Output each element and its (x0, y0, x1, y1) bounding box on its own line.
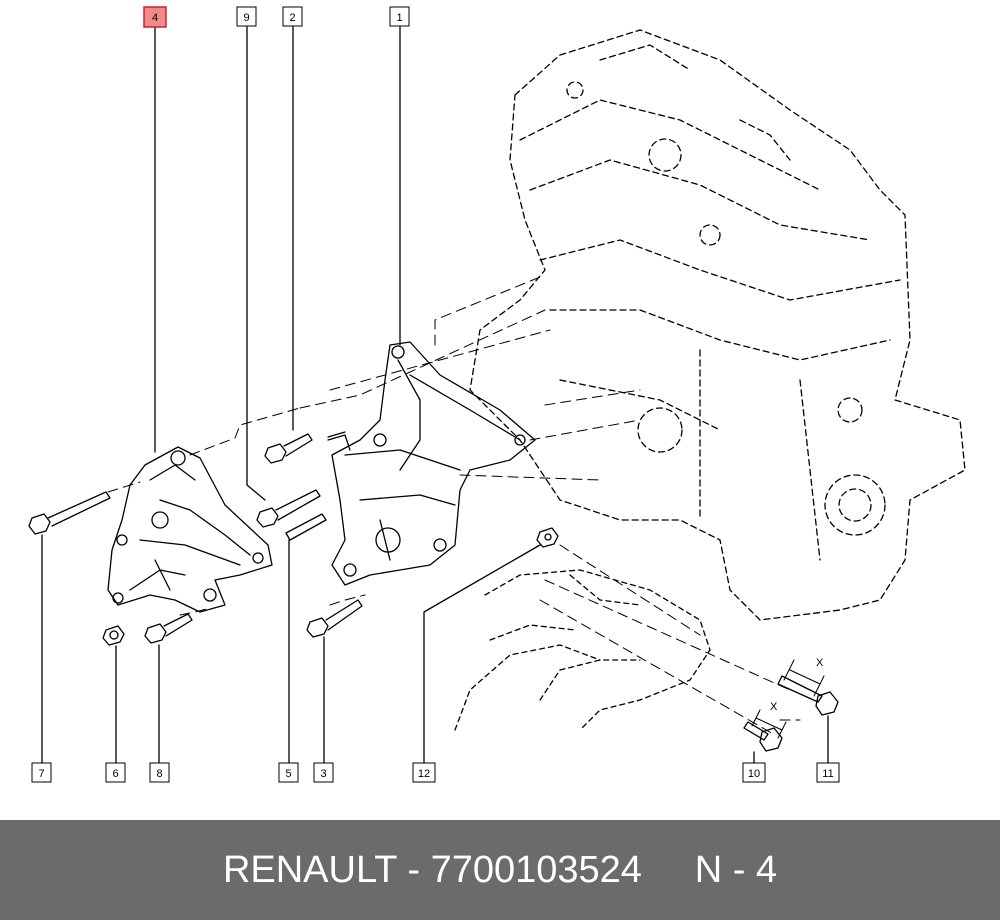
callout-3[interactable]: 3 (313, 762, 334, 783)
bolts-and-nuts (28, 431, 839, 752)
callout-label: 8 (156, 768, 162, 780)
bolt-8 (144, 613, 193, 644)
bolt-2 (264, 433, 313, 464)
callout-label: 10 (748, 768, 760, 780)
callout-label: 6 (112, 768, 118, 780)
callout-2[interactable]: 2 (282, 6, 303, 27)
callout-7[interactable]: 7 (31, 762, 52, 783)
exploded-parts-diagram: 4 9 2 1 7 6 8 5 (28, 6, 966, 783)
bolt-7 (28, 491, 111, 535)
nut-12 (536, 527, 559, 548)
callout-10[interactable]: 10 (742, 762, 766, 783)
dimension-marks (751, 659, 825, 739)
stud-5 (285, 513, 327, 541)
dimension-label-x: X (770, 701, 778, 713)
callout-label: 2 (289, 12, 295, 24)
assembly-guide-lines (107, 274, 801, 736)
callout-label: 5 (285, 768, 291, 780)
bracket-4 (107, 446, 273, 613)
callout-6[interactable]: 6 (105, 762, 126, 783)
callout-label: 7 (38, 768, 44, 780)
callout-label: 11 (822, 768, 833, 780)
part-number-footer: RENAULT - 7700103524 N - 4 (0, 820, 1000, 920)
leader-lines (41, 26, 829, 766)
callout-9[interactable]: 9 (236, 6, 257, 27)
callout-5[interactable]: 5 (278, 762, 299, 783)
callout-11[interactable]: 11 (816, 762, 840, 783)
bolt-11 (777, 675, 839, 716)
callout-8[interactable]: 8 (149, 762, 170, 783)
bolt-10 (743, 721, 783, 752)
callout-label: 3 (320, 768, 326, 780)
engine-block-outline (469, 29, 966, 621)
callout-1[interactable]: 1 (389, 6, 410, 27)
callout-label: 4 (152, 12, 158, 24)
callout-12[interactable]: 12 (412, 762, 436, 783)
bolt-9 (256, 489, 321, 528)
bracket-1 (327, 341, 536, 586)
callout-label: 12 (418, 768, 430, 780)
dimension-label-x: X (816, 657, 824, 669)
callout-label: 1 (396, 12, 402, 24)
callout-4[interactable]: 4 (143, 6, 167, 28)
bolt-3 (306, 599, 363, 638)
starter-motor-outline (454, 569, 711, 731)
callout-label: 9 (243, 12, 249, 24)
nut-6 (102, 625, 125, 646)
footer-text: RENAULT - 7700103524 N - 4 (222, 848, 778, 891)
